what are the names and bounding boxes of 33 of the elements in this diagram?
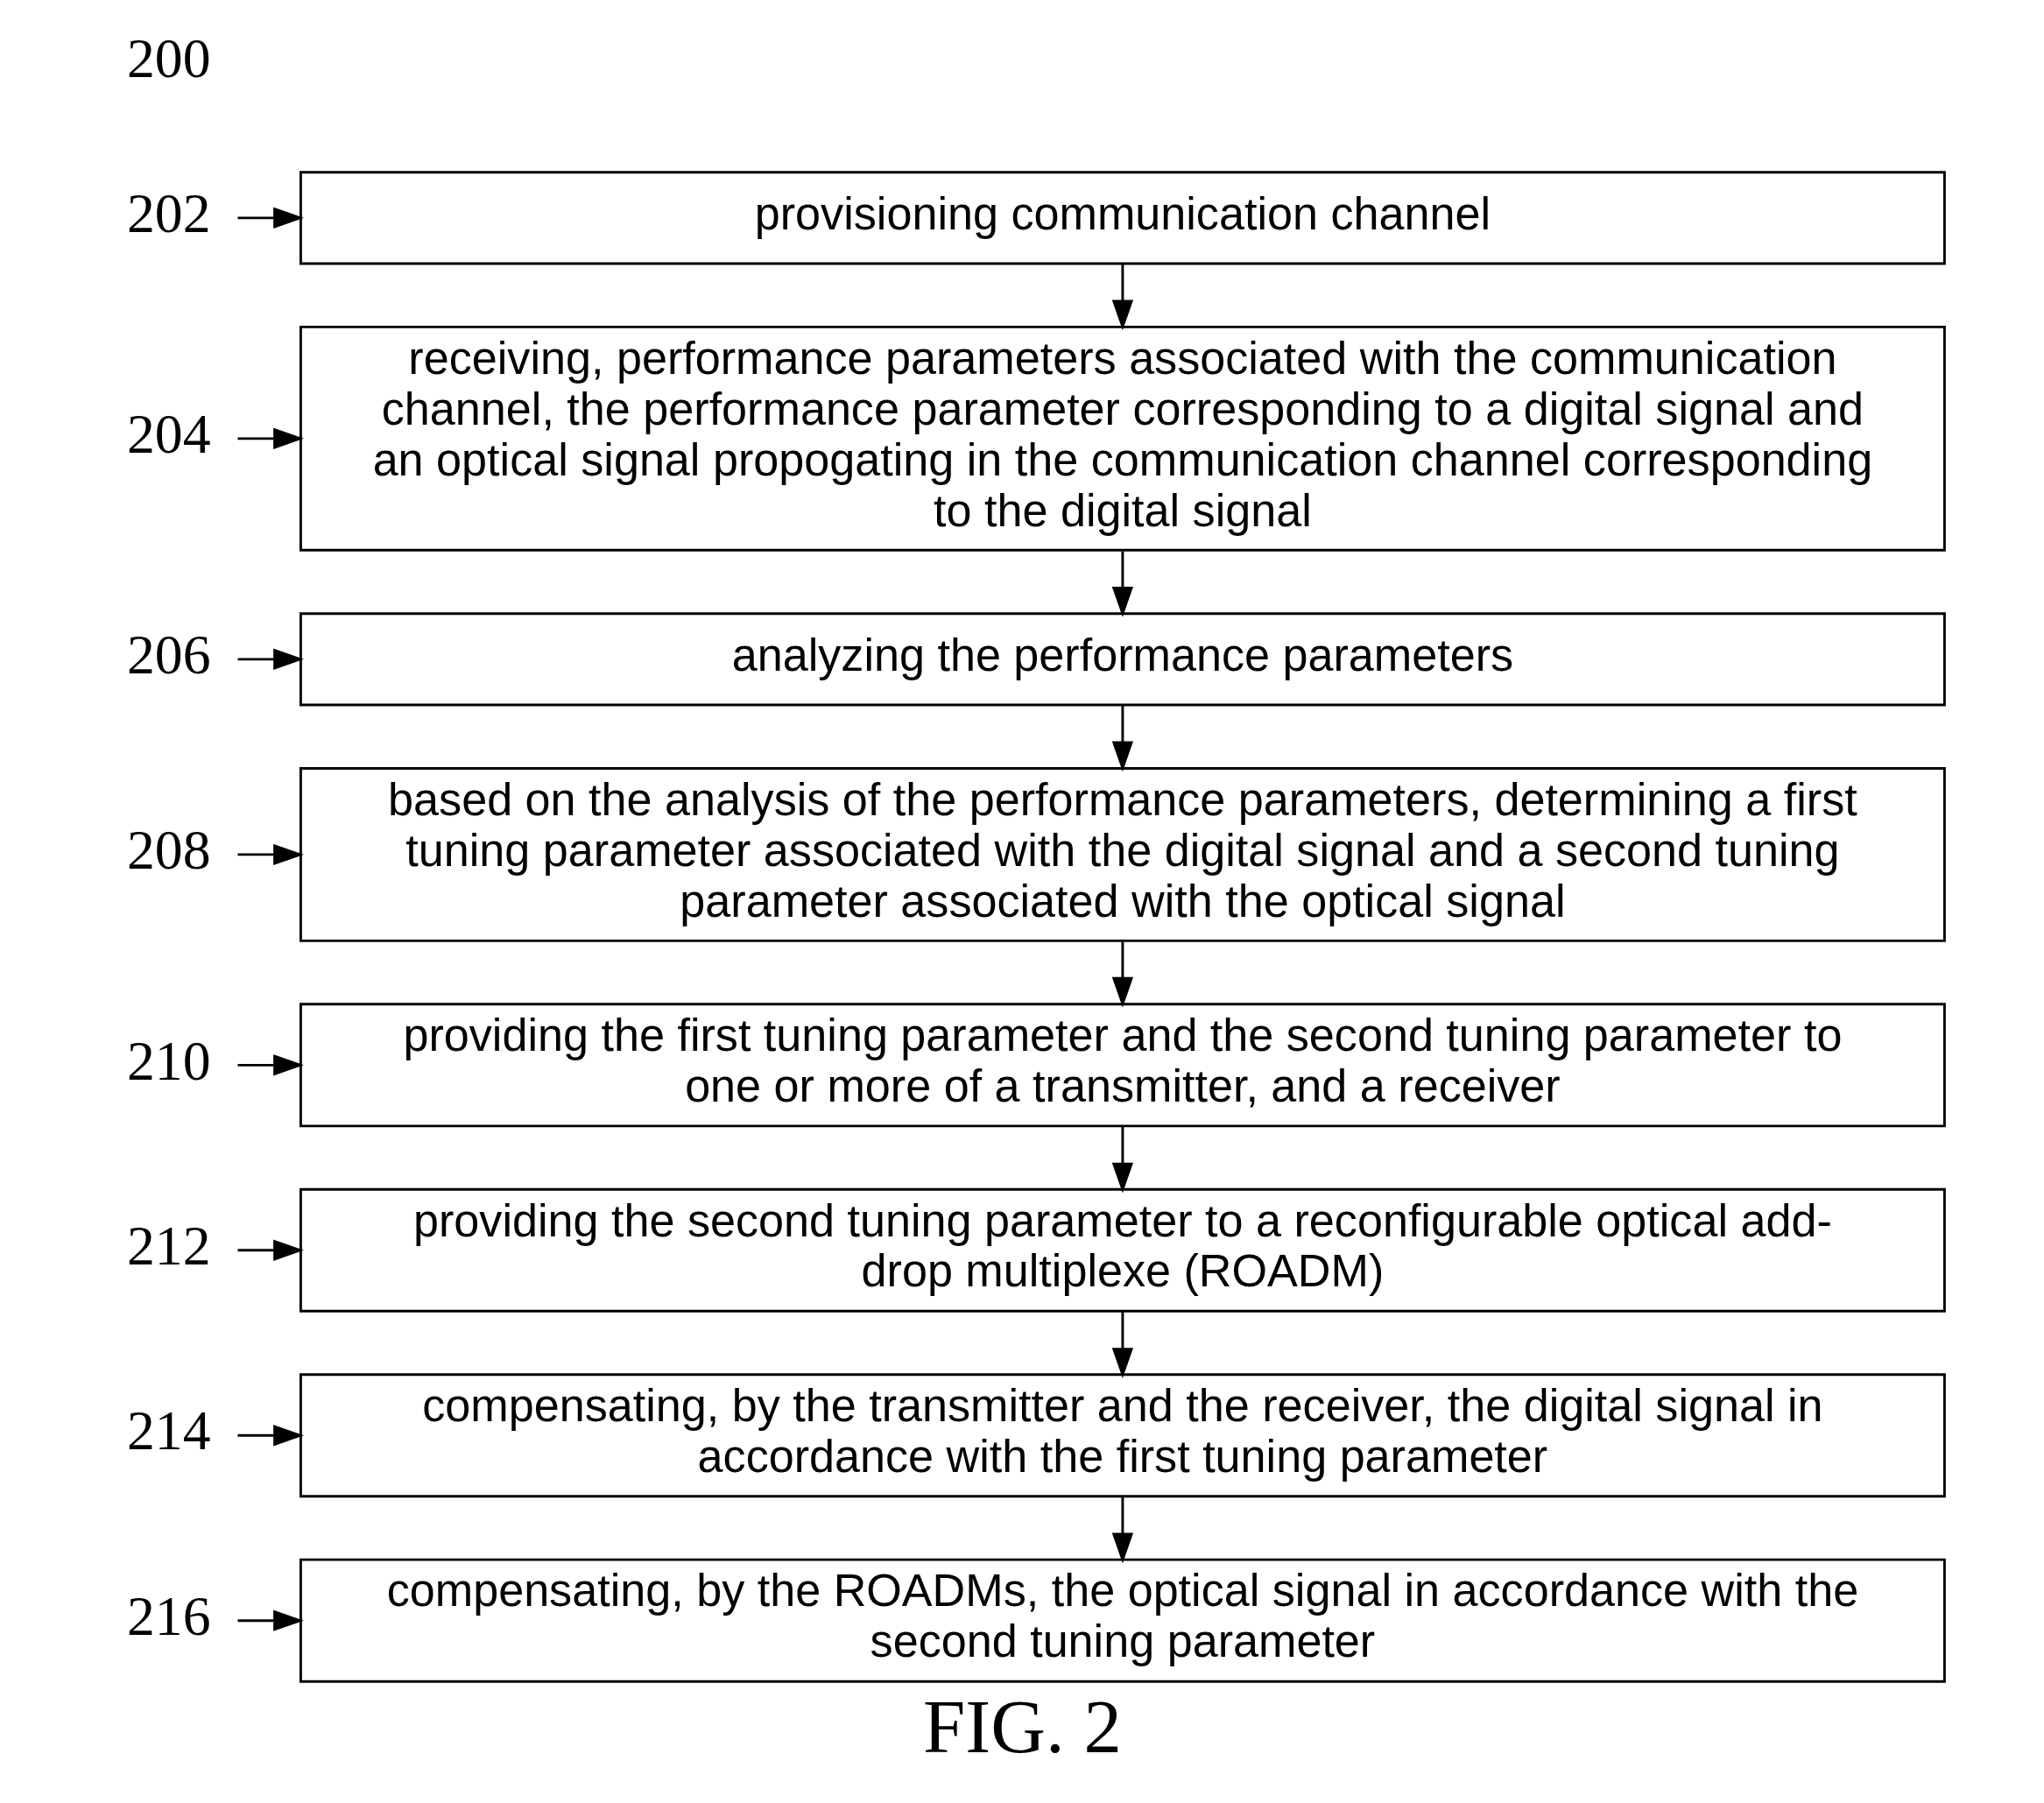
node-text: 206 (126, 623, 211, 687)
arrow (237, 843, 304, 866)
node-text: 208 (126, 819, 211, 882)
node-box: providing the second tuning parameter to a reconfigurable optical add-drop multiplexe (ROADM) (299, 1187, 1946, 1313)
arrow (1111, 941, 1133, 1008)
arrow (1111, 551, 1133, 617)
node-text: 202 (126, 182, 211, 245)
node-box: analyzing the performance parameters (299, 612, 1946, 707)
arrow (1111, 705, 1133, 772)
node-text: 214 (126, 1399, 211, 1462)
arrow (1111, 264, 1133, 331)
arrow (237, 427, 304, 450)
arrow (237, 1609, 304, 1631)
arrow (1111, 1126, 1133, 1194)
arrow (237, 648, 304, 671)
arrow (237, 207, 304, 229)
arrow (237, 1425, 304, 1447)
node-text: 216 (126, 1584, 211, 1647)
arrow (237, 1054, 304, 1076)
node-text: 210 (126, 1029, 211, 1092)
node-box: provisioning communication channel (299, 171, 1946, 265)
node-box: based on the analysis of the performance parameters, determining a first tuning parameter associated with the digital signal and a second tuning parameter associated with the optical signal (299, 766, 1946, 942)
node-box: compensating, by the transmitter and the receiver, the digital signal in accordance with the first tuning parameter (299, 1373, 1946, 1498)
arrow (1111, 1497, 1133, 1564)
node-box: compensating, by the ROADMs, the optical signal in accordance with the second tuning parameter (299, 1558, 1946, 1683)
arrow (237, 1239, 304, 1261)
arrow (1111, 1312, 1133, 1378)
node-text: 212 (126, 1215, 211, 1277)
label: 200 (126, 27, 211, 90)
caption: FIG. 2 (922, 1685, 1122, 1770)
node-text: 204 (126, 403, 211, 466)
node-box: providing the first tuning parameter and the second tuning parameter to one or more of a transmitter, and a receiver (299, 1003, 1946, 1128)
node-box: receiving, performance parameters associated with the communication channel, the performance parameter corresponding to a digital signal and an optical signal propogating in the communication channel corresponding to the digital signal (299, 325, 1946, 552)
